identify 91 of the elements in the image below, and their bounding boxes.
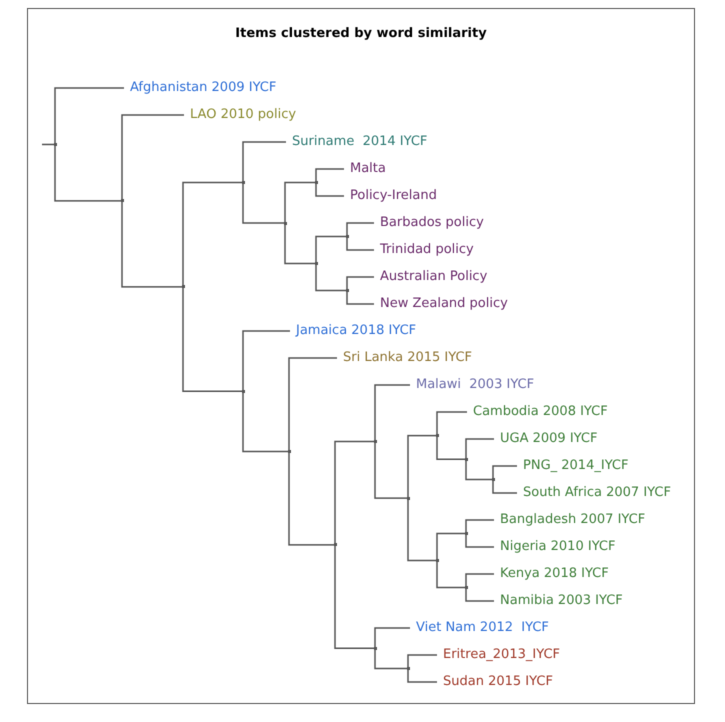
leaf-label: Malta [344,160,386,178]
branch-point [54,142,56,146]
leaf-label: South Africa 2007 IYCF [517,484,671,502]
branch-line [465,459,493,480]
branch-line [436,532,466,560]
branch-line [346,236,374,251]
branch-point [288,450,290,453]
branch-line [374,648,408,670]
leaf-label: Nigeria 2010 IYCF [494,538,616,556]
leaf-label: Afghanistan 2009 IYCF [124,79,276,97]
leaf-label: Policy-Ireland [344,187,437,205]
branch-line [492,480,517,494]
leaf-label: Trinidad policy [374,241,474,259]
branch-line [465,588,494,602]
branch-point [374,440,376,444]
branch-line [346,290,374,305]
branch-line [374,384,410,442]
branch-line [436,411,467,436]
branch-point [346,235,348,238]
branch-point [346,289,348,292]
branch-line [288,357,337,452]
leaf-label: PNG_ 2014_IYCF [517,457,628,475]
branch-line [407,498,437,562]
branch-line [334,440,375,545]
branch-point [120,199,124,202]
leaf-label: Eritrea_2013_IYCF [437,646,560,664]
branch-line [242,141,286,182]
leaf-label: UGA 2009 IYCF [494,430,598,448]
branch-line [334,544,375,649]
branch-line [182,286,243,392]
leaf-label: Kenya 2018 IYCF [494,565,609,583]
branch-line [374,442,408,499]
branch-line [288,451,335,546]
branch-line [284,223,316,264]
branch-line [315,182,344,197]
leaf-label: Viet Nam 2012 IYCF [410,619,549,637]
branch-line [374,627,410,648]
leaf-label: Jamaica 2018 IYCF [290,322,416,340]
branch-point [314,262,318,265]
branch-line [465,534,494,548]
branch-line [315,168,344,182]
branch-line [407,654,437,668]
branch-point [464,586,468,589]
leaf-label: Sri Lanka 2015 IYCF [337,349,472,367]
leaf-label: Cambodia 2008 IYCF [467,403,608,421]
branch-line [182,182,243,287]
branch-line [315,236,347,264]
leaf-label: Malawi 2003 IYCF [410,376,534,394]
branch-point [406,667,410,670]
branch-point [334,543,336,546]
branch-line [242,182,285,224]
branch-line [346,222,374,236]
leaf-label: Barbados policy [374,214,484,232]
leaf-label: Sudan 2015 IYCF [437,673,553,691]
branch-point [284,222,286,224]
leaf-label: New Zealand policy [374,295,508,313]
leaf-label: LAO 2010 policy [184,106,296,124]
branch-line [54,144,122,202]
branch-line [407,434,437,498]
branch-line [284,182,316,223]
branch-point [492,478,494,481]
branch-line [315,264,347,292]
branch-line [54,87,124,144]
branch-point [242,390,244,393]
branch-point [374,646,376,650]
branch-line [242,391,289,452]
branch-line [465,573,494,588]
chart-title: Items clustered by word similarity [234,26,488,41]
branch-point [406,496,410,500]
branch-line [346,276,374,290]
branch-line [42,144,55,146]
branch-point [314,181,318,184]
branch-line [492,465,517,480]
leaf-label: Australian Policy [374,268,488,286]
branch-point [464,458,468,461]
branch-line [242,330,290,392]
branch-point [436,559,438,562]
branch-line [121,114,184,201]
branch-line [436,560,466,588]
branch-point [436,434,438,438]
branch-point [464,532,468,535]
branch-point [182,285,184,288]
branch-line [407,668,437,683]
leaf-label: Namibia 2003 IYCF [494,592,623,610]
branch-line [465,519,494,534]
branch-point [242,181,244,184]
branch-line [465,438,494,460]
leaf-label: Bangladesh 2007 IYCF [494,511,646,529]
leaf-label: Suriname 2014 IYCF [286,133,428,151]
branch-line [121,200,183,288]
branch-line [436,436,466,460]
